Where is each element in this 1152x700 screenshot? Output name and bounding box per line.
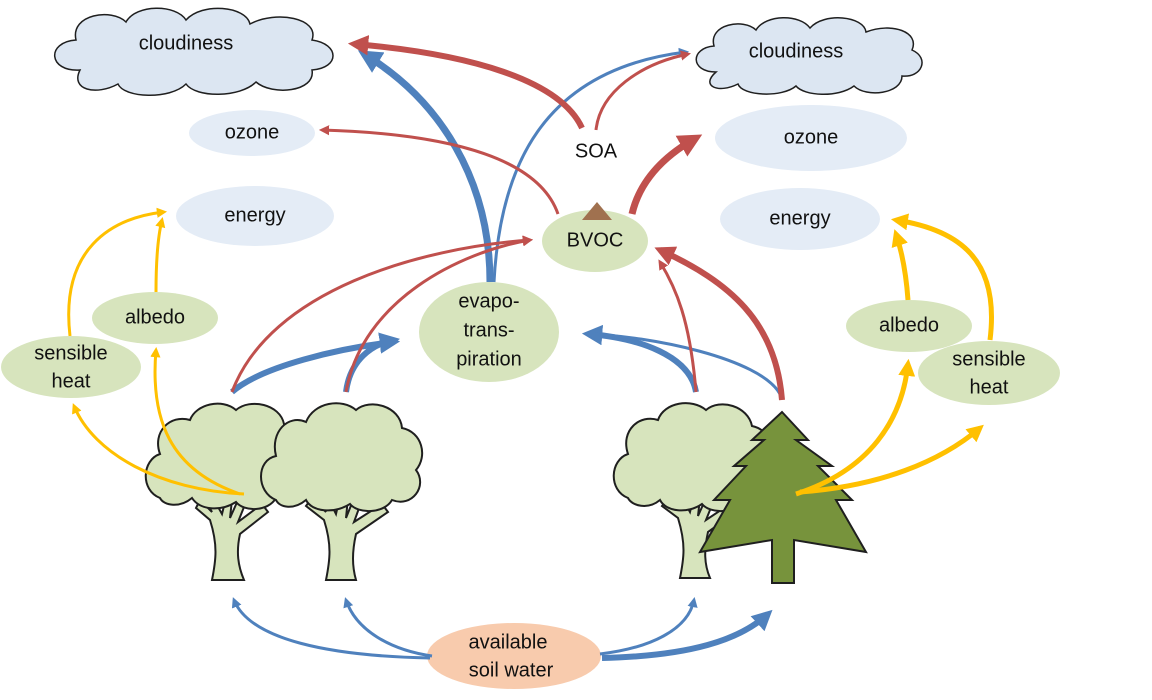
arrow-soil-to-tree2 xyxy=(343,597,433,658)
sensible-heat-right-label-line1: sensible xyxy=(952,348,1025,370)
arrow-bvoc-to-ozone-left xyxy=(318,125,560,215)
albedo-left-label: albedo xyxy=(125,306,185,328)
evapotranspiration-node: evapo- trans- piration xyxy=(419,282,559,382)
sensible-heat-right-node: sensible heat xyxy=(918,341,1060,405)
arrow-tree1-to-bvoc xyxy=(230,235,534,393)
arrow-sensible-heat-to-energy-left xyxy=(67,207,168,337)
arrow-conifer-to-bvoc xyxy=(654,246,785,401)
sensible-heat-left-label-line2: heat xyxy=(52,370,91,392)
arrow-soa-to-cloudiness-right xyxy=(594,50,691,131)
bvoc-node: BVOC xyxy=(542,210,648,272)
cloudiness-left-node: cloudiness xyxy=(54,7,334,96)
arrow-soil-to-tree3 xyxy=(599,597,698,656)
cloudiness-right-node: cloudiness xyxy=(695,17,923,95)
energy-left-label: energy xyxy=(224,204,285,226)
arrow-sensible-heat-to-energy-right xyxy=(890,213,994,341)
arrow-conifer-to-sensible-heat-right xyxy=(799,424,984,495)
arrow-soa-to-cloudiness-left xyxy=(347,35,585,130)
energy-right-node: energy xyxy=(720,188,880,250)
arrow-conifer-to-albedo-right xyxy=(795,358,916,497)
bvoc-label: BVOC xyxy=(567,229,624,251)
energy-right-label: energy xyxy=(769,207,830,229)
sensible-heat-left-label-line1: sensible xyxy=(34,342,107,364)
cloudiness-right-label: cloudiness xyxy=(749,40,844,62)
arrow-albedo-to-energy-right xyxy=(891,229,911,301)
albedo-right-node: albedo xyxy=(846,300,972,352)
available-soil-water-label-line2: soil water xyxy=(469,659,554,681)
red-arrows xyxy=(230,35,785,401)
soa-label: SOA xyxy=(575,140,618,162)
arrow-tree3-to-bvoc xyxy=(658,259,698,393)
evapotranspiration-label-line2: trans- xyxy=(463,319,514,341)
cloudiness-left-label: cloudiness xyxy=(139,32,234,54)
arrow-tree-to-albedo-left xyxy=(150,346,241,496)
ozone-left-node: ozone xyxy=(189,110,315,156)
ozone-right-label: ozone xyxy=(784,126,839,148)
yellow-arrows xyxy=(67,207,994,497)
arrow-tree3-to-evapotranspiration xyxy=(581,324,699,393)
evapotranspiration-label-line1: evapo- xyxy=(458,290,519,312)
albedo-right-label: albedo xyxy=(879,314,939,336)
bvoc-triangle-marker xyxy=(582,202,612,220)
arrow-evapotranspiration-to-cloudiness-right xyxy=(492,47,690,283)
arrow-bvoc-to-ozone-right xyxy=(628,134,703,215)
broadleaf-tree-2 xyxy=(260,402,424,581)
ozone-right-node: ozone xyxy=(715,105,907,171)
available-soil-water-label-line1: available xyxy=(469,631,548,653)
arrow-tree-to-sensible-heat-left xyxy=(72,403,245,496)
arrow-tree2-to-bvoc xyxy=(344,236,534,393)
evapotranspiration-label-line3: piration xyxy=(456,348,522,370)
arrow-soil-to-tree1 xyxy=(231,597,431,660)
arrow-soil-to-conifer xyxy=(601,609,773,661)
arrow-albedo-to-energy-left xyxy=(154,217,166,293)
albedo-left-node: albedo xyxy=(92,292,218,344)
sensible-heat-right-label-line2: heat xyxy=(970,376,1009,398)
sensible-heat-left-node: sensible heat xyxy=(1,336,141,398)
ozone-left-label: ozone xyxy=(225,121,280,143)
arrow-conifer-to-evapotranspiration xyxy=(584,329,782,395)
conifer-tree xyxy=(698,410,868,584)
available-soil-water-node: available soil water xyxy=(427,623,601,689)
energy-left-node: energy xyxy=(176,186,334,246)
